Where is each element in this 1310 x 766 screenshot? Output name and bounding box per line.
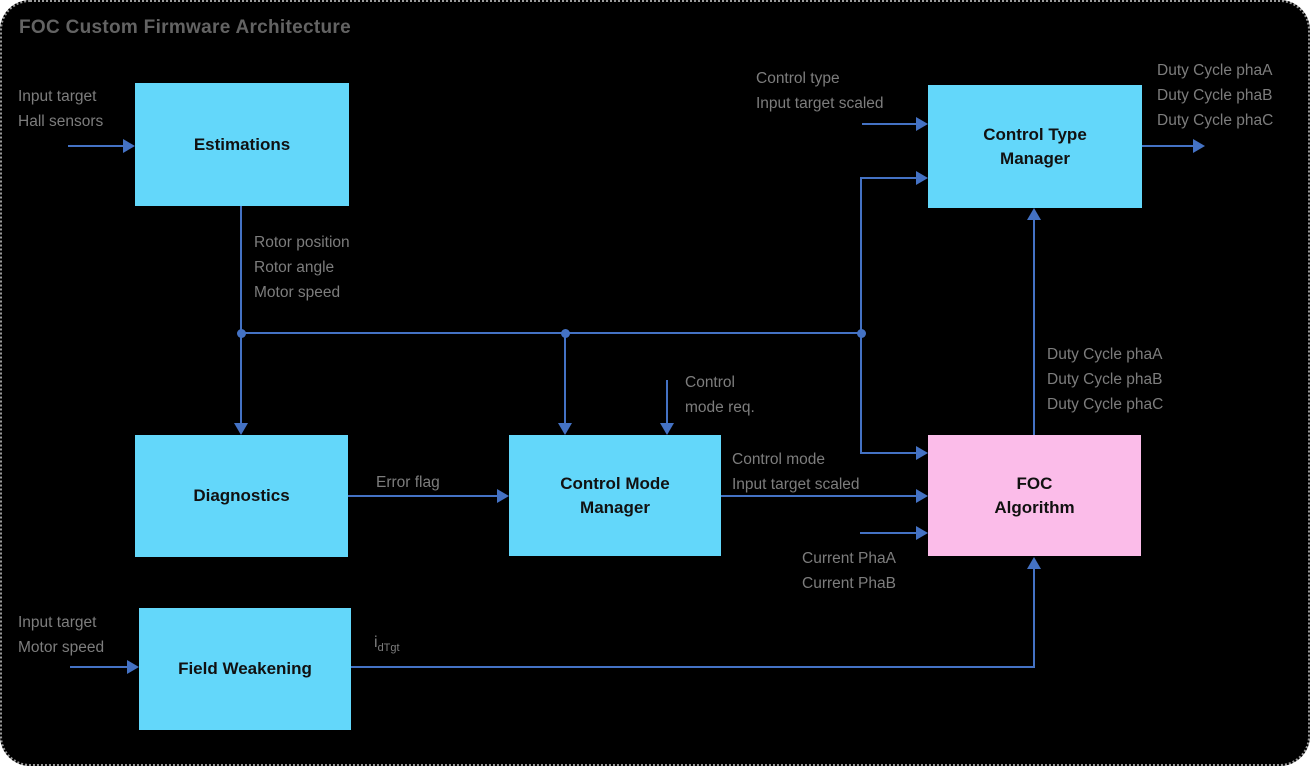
connector-error-flag: [348, 495, 497, 497]
connector-idtgt-vertical: [1033, 568, 1035, 668]
foc-lower-input-arrowhead: [916, 526, 928, 540]
connector-estimations-to-diagnostics: [240, 206, 242, 423]
label-current-phases: Current PhaA Current PhaB: [802, 550, 896, 592]
block-field-weakening: Field Weakening: [139, 608, 351, 730]
block-control-type-manager: Control Type Manager: [928, 85, 1142, 208]
connector-bus-to-foc-horizontal: [860, 452, 916, 454]
control-mode-top-arrowhead: [558, 423, 572, 435]
diagnostics-input-arrowhead: [234, 423, 248, 435]
label-estimations-inputs: Input target Hall sensors: [18, 88, 104, 130]
connector-control-mode-request: [666, 380, 668, 423]
connector-rotor-bus: [240, 332, 862, 334]
foc-top-input-arrowhead: [916, 446, 928, 460]
label-control-type-inputs: Control type Input target scaled: [756, 70, 884, 112]
control-type-lower-input-arrowhead: [916, 171, 928, 185]
junction-dot-left: [237, 329, 246, 338]
connector-control-type-output: [1142, 145, 1193, 147]
block-estimations: Estimations: [135, 83, 349, 206]
label-duty-cycle-outputs: Duty Cycle phaA Duty Cycle phaB Duty Cyc…: [1157, 62, 1274, 129]
label-error-flag: Error flag: [376, 474, 440, 491]
field-weakening-input-arrowhead: [127, 660, 139, 674]
estimations-input-arrowhead: [123, 139, 135, 153]
connector-bus-to-control-type-horizontal: [860, 177, 916, 179]
connector-idtgt-horizontal: [351, 666, 1035, 668]
connector-field-weakening-input: [70, 666, 127, 668]
connector-bus-to-foc-vertical: [860, 333, 862, 454]
foc-middle-input-arrowhead: [916, 489, 928, 503]
control-type-bottom-arrowhead: [1027, 208, 1041, 220]
label-id-target-sub: dTgt: [377, 642, 400, 654]
connector-foc-to-control-type: [1033, 219, 1035, 435]
error-flag-arrowhead: [497, 489, 509, 503]
block-diagnostics: Diagnostics: [135, 435, 348, 557]
control-type-output-arrowhead: [1193, 139, 1205, 153]
connector-bus-to-control-type-vertical: [860, 177, 862, 334]
control-type-upper-input-arrowhead: [916, 117, 928, 131]
connector-control-mode-to-foc: [721, 495, 916, 497]
connector-current-phases: [860, 532, 916, 534]
label-foc-duty-outputs: Duty Cycle phaA Duty Cycle phaB Duty Cyc…: [1047, 346, 1164, 413]
connector-estimations-input-line: [68, 145, 123, 147]
label-field-weakening-inputs: Input target Motor speed: [18, 614, 105, 656]
label-control-mode-outputs: Control mode Input target scaled: [732, 451, 860, 493]
foc-bottom-input-arrowhead: [1027, 557, 1041, 569]
label-control-mode-request: Control mode req.: [685, 374, 755, 416]
block-control-mode-manager: Control Mode Manager: [509, 435, 721, 556]
block-foc-algorithm: FOC Algorithm: [928, 435, 1141, 556]
control-mode-request-arrowhead: [660, 423, 674, 435]
label-estimations-outputs: Rotor position Rotor angle Motor speed: [254, 234, 350, 301]
label-id-target-base: i: [374, 634, 378, 651]
diagram-title: FOC Custom Firmware Architecture: [19, 17, 351, 38]
connector-bus-to-control-mode: [564, 333, 566, 423]
connector-control-type-input: [862, 123, 916, 125]
label-id-target: idTgt: [374, 630, 400, 661]
